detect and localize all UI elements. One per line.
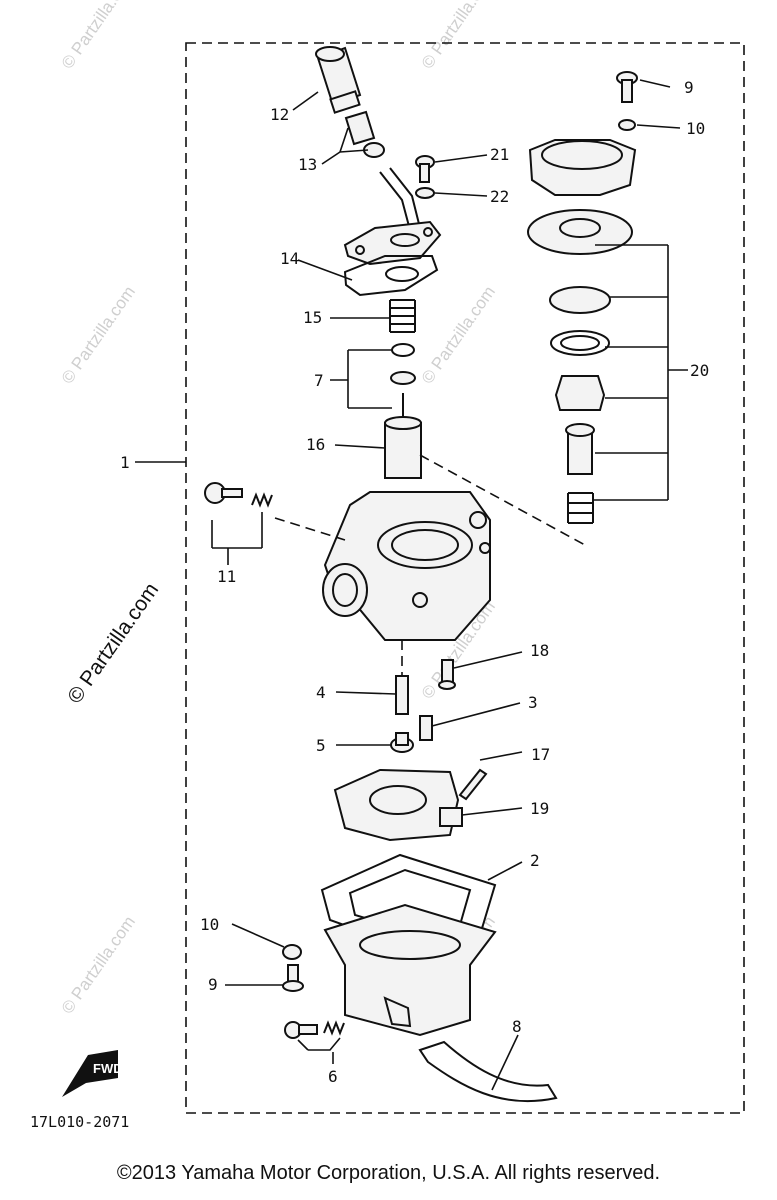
part-21-screw [415,155,435,183]
callout-5: 5 [316,736,326,755]
part-20-pump-stack [527,209,633,524]
part-14-gasket [343,255,439,297]
callout-9-top: 9 [684,78,694,97]
fwd-label: FWD [93,1061,123,1076]
part-10-lower-washer [282,944,302,960]
callout-20: 20 [690,361,709,380]
part-3-pilot-jet [419,715,433,741]
fwd-arrow-icon: FWD [62,1050,123,1097]
callout-numbers: 1 2 3 4 5 6 7 8 9 9 10 10 11 12 13 14 15… [120,78,709,1086]
callout-1: 1 [120,453,130,472]
callout-6: 6 [328,1067,338,1086]
leader-bracket-20 [593,244,688,501]
choke-pipe [379,167,421,231]
callout-14: 14 [280,249,299,268]
part-13-adjuster [344,110,385,158]
callout-16: 16 [306,435,325,454]
callout-4: 4 [316,683,326,702]
part-22-washer [415,187,435,199]
callout-13: 13 [298,155,317,174]
part-8-drain-hose [418,1040,558,1103]
watermark: © Partzilla.com [418,0,499,72]
watermark: © Partzilla.com [58,913,139,1018]
callout-21: 21 [490,145,509,164]
watermark: © Partzilla.com [418,283,499,388]
part-9-lower-screw [282,964,304,992]
watermark: © Partzilla.com [58,0,139,72]
watermark-dark: © Partzilla.com [63,579,163,708]
part-12-cable-cap [315,46,362,114]
callout-19: 19 [530,799,549,818]
callout-7: 7 [314,371,324,390]
part-5-jet-holder [390,732,414,753]
copyright-notice: ©2013 Yamaha Motor Corporation, U.S.A. A… [116,1162,661,1184]
part-10-top-washer [618,119,636,131]
callout-18: 18 [530,641,549,660]
callout-2: 2 [530,851,540,870]
assembly-border [185,42,745,1114]
callout-3: 3 [528,693,538,712]
part-11-pilot-screw [204,482,273,508]
callout-15: 15 [303,308,322,327]
float-bowl [323,903,497,1037]
callout-9-bottom: 9 [208,975,218,994]
part-4-needle-jet [395,675,409,715]
callout-11: 11 [217,567,236,586]
callout-10-bottom: 10 [200,915,219,934]
part-6-drain-screw [284,1020,345,1039]
part-7-clip-upper [391,343,415,357]
part-15-spring [389,299,416,333]
part-9-top-screw [616,71,638,103]
dashed-pilot-line [274,517,346,541]
part-16-throttle-valve [384,416,422,479]
choke-cover-plate [343,220,442,266]
callout-22: 22 [490,187,509,206]
drawing-code: 17L010-2071 [30,1113,130,1131]
callout-8: 8 [512,1017,522,1036]
part-17-float-pin [458,768,488,801]
part-19-float [333,768,463,842]
watermark: © Partzilla.com [58,283,139,388]
callout-17: 17 [531,745,550,764]
callout-10-top: 10 [686,119,705,138]
carburetor-body [322,491,491,641]
part-7-clip-lower [390,371,416,385]
callout-12: 12 [270,105,289,124]
leader-lines [211,79,681,1091]
top-cover [528,139,637,196]
part-18-main-jet [438,659,456,690]
